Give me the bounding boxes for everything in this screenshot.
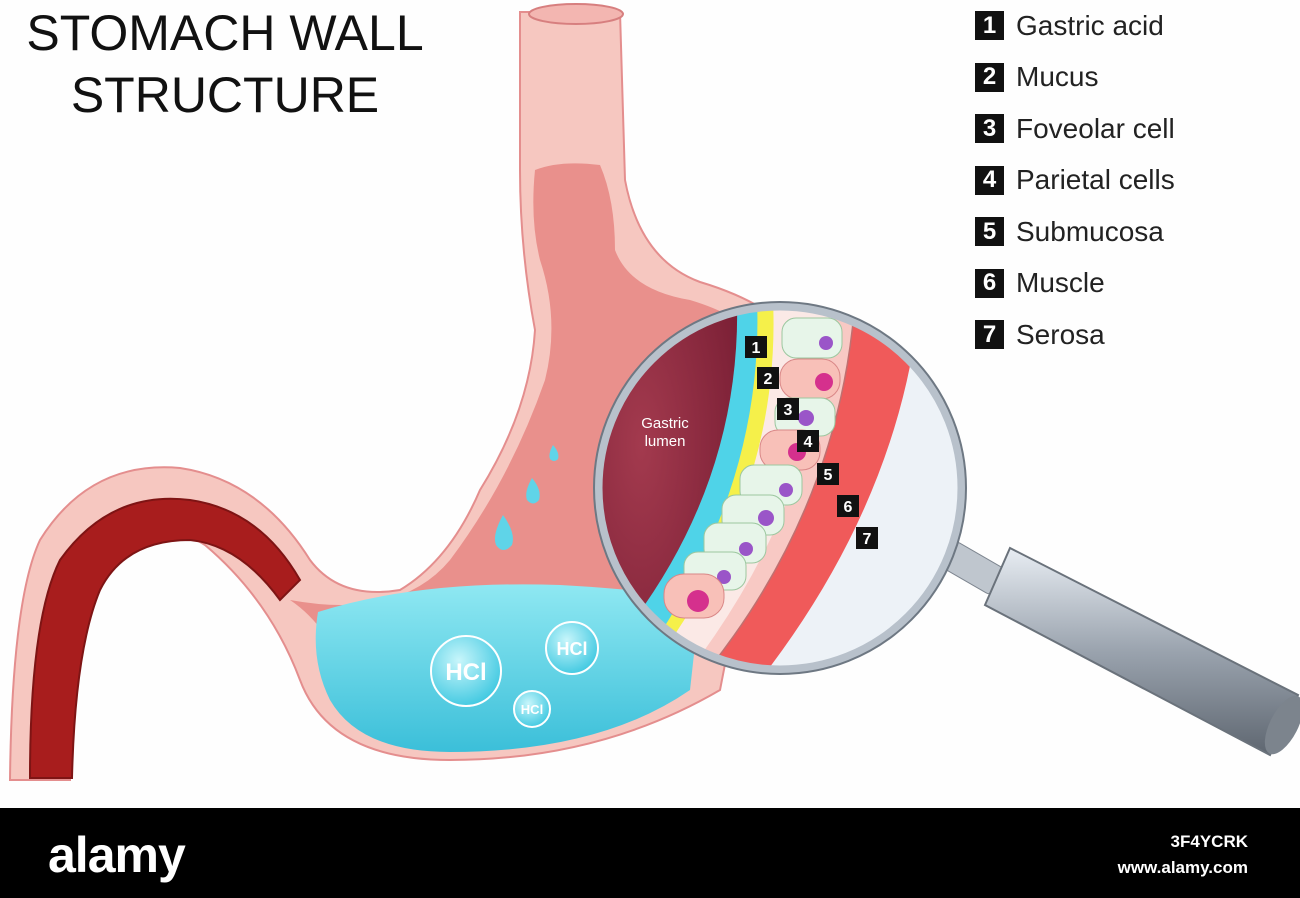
legend-label: Mucus bbox=[1016, 61, 1099, 93]
stomach-illustration: HCl HCl HCl bbox=[8, 3, 1300, 781]
legend-label: Muscle bbox=[1016, 267, 1105, 299]
marker-2: 2 bbox=[764, 371, 773, 388]
legend-item-muscle: 6 Muscle bbox=[975, 258, 1175, 310]
magnifier-rim bbox=[593, 301, 967, 675]
gastric-lumen bbox=[602, 310, 738, 662]
legend-number: 6 bbox=[975, 268, 1004, 298]
marker-1: 1 bbox=[752, 340, 761, 357]
legend-label: Gastric acid bbox=[1016, 9, 1164, 41]
legend-number: 7 bbox=[975, 320, 1004, 350]
hcl-label: HCl bbox=[557, 639, 588, 659]
title-line-1: STOMACH WALL bbox=[26, 5, 424, 61]
hcl-label: HCl bbox=[445, 659, 486, 686]
lumen-label: Gastric bbox=[641, 415, 689, 432]
legend-label: Submucosa bbox=[1016, 215, 1164, 247]
hcl-bubble: HCl bbox=[545, 621, 599, 675]
legend-number: 5 bbox=[975, 217, 1004, 247]
legend-number: 1 bbox=[975, 11, 1004, 41]
diagram-canvas: HCl HCl HCl bbox=[8, 0, 1300, 781]
esophagus-opening bbox=[528, 3, 624, 25]
hcl-bubble: HCl bbox=[513, 690, 551, 728]
marker-3: 3 bbox=[784, 402, 793, 419]
legend: 1 Gastric acid 2 Mucus 3 Foveolar cell 4… bbox=[975, 0, 1175, 361]
legend-number: 3 bbox=[975, 114, 1004, 144]
acid-droplet bbox=[549, 445, 559, 461]
legend-label: Serosa bbox=[1016, 318, 1105, 350]
image-id: 3F4YCRK bbox=[1170, 832, 1248, 851]
diagram-title: STOMACH WALL STRUCTURE bbox=[10, 2, 440, 126]
legend-item-foveolar-cell: 3 Foveolar cell bbox=[975, 103, 1175, 155]
legend-item-gastric-acid: 1 Gastric acid bbox=[975, 0, 1175, 52]
marker-5: 5 bbox=[824, 467, 833, 484]
marker-6: 6 bbox=[844, 499, 853, 516]
watermark-footer: alamy 3F4YCRK www.alamy.com bbox=[0, 808, 1300, 898]
marker-4: 4 bbox=[804, 434, 813, 451]
title-line-2: STRUCTURE bbox=[70, 67, 380, 123]
legend-number: 2 bbox=[975, 62, 1004, 92]
magnifier-handle bbox=[941, 541, 1300, 757]
legend-label: Foveolar cell bbox=[1016, 112, 1175, 144]
legend-number: 4 bbox=[975, 165, 1004, 195]
hcl-bubble: HCl bbox=[430, 635, 502, 707]
lumen-label: lumen bbox=[645, 433, 686, 450]
lens-markers: 1 2 3 4 5 6 7 bbox=[745, 336, 878, 549]
acid-droplet bbox=[526, 478, 540, 504]
marker-7: 7 bbox=[863, 531, 872, 548]
epithelial-cells bbox=[663, 317, 843, 619]
legend-item-serosa: 7 Serosa bbox=[975, 309, 1175, 361]
site-url: www.alamy.com bbox=[1117, 858, 1248, 877]
legend-item-mucus: 2 Mucus bbox=[975, 52, 1175, 104]
legend-label: Parietal cells bbox=[1016, 164, 1175, 196]
hcl-label: HCl bbox=[521, 702, 543, 717]
acid-droplet bbox=[494, 515, 513, 550]
duodenum bbox=[28, 497, 302, 779]
legend-item-parietal-cells: 4 Parietal cells bbox=[975, 155, 1175, 207]
acid-pool bbox=[315, 584, 700, 752]
legend-item-submucosa: 5 Submucosa bbox=[975, 206, 1175, 258]
brand-logo: alamy bbox=[48, 827, 186, 883]
